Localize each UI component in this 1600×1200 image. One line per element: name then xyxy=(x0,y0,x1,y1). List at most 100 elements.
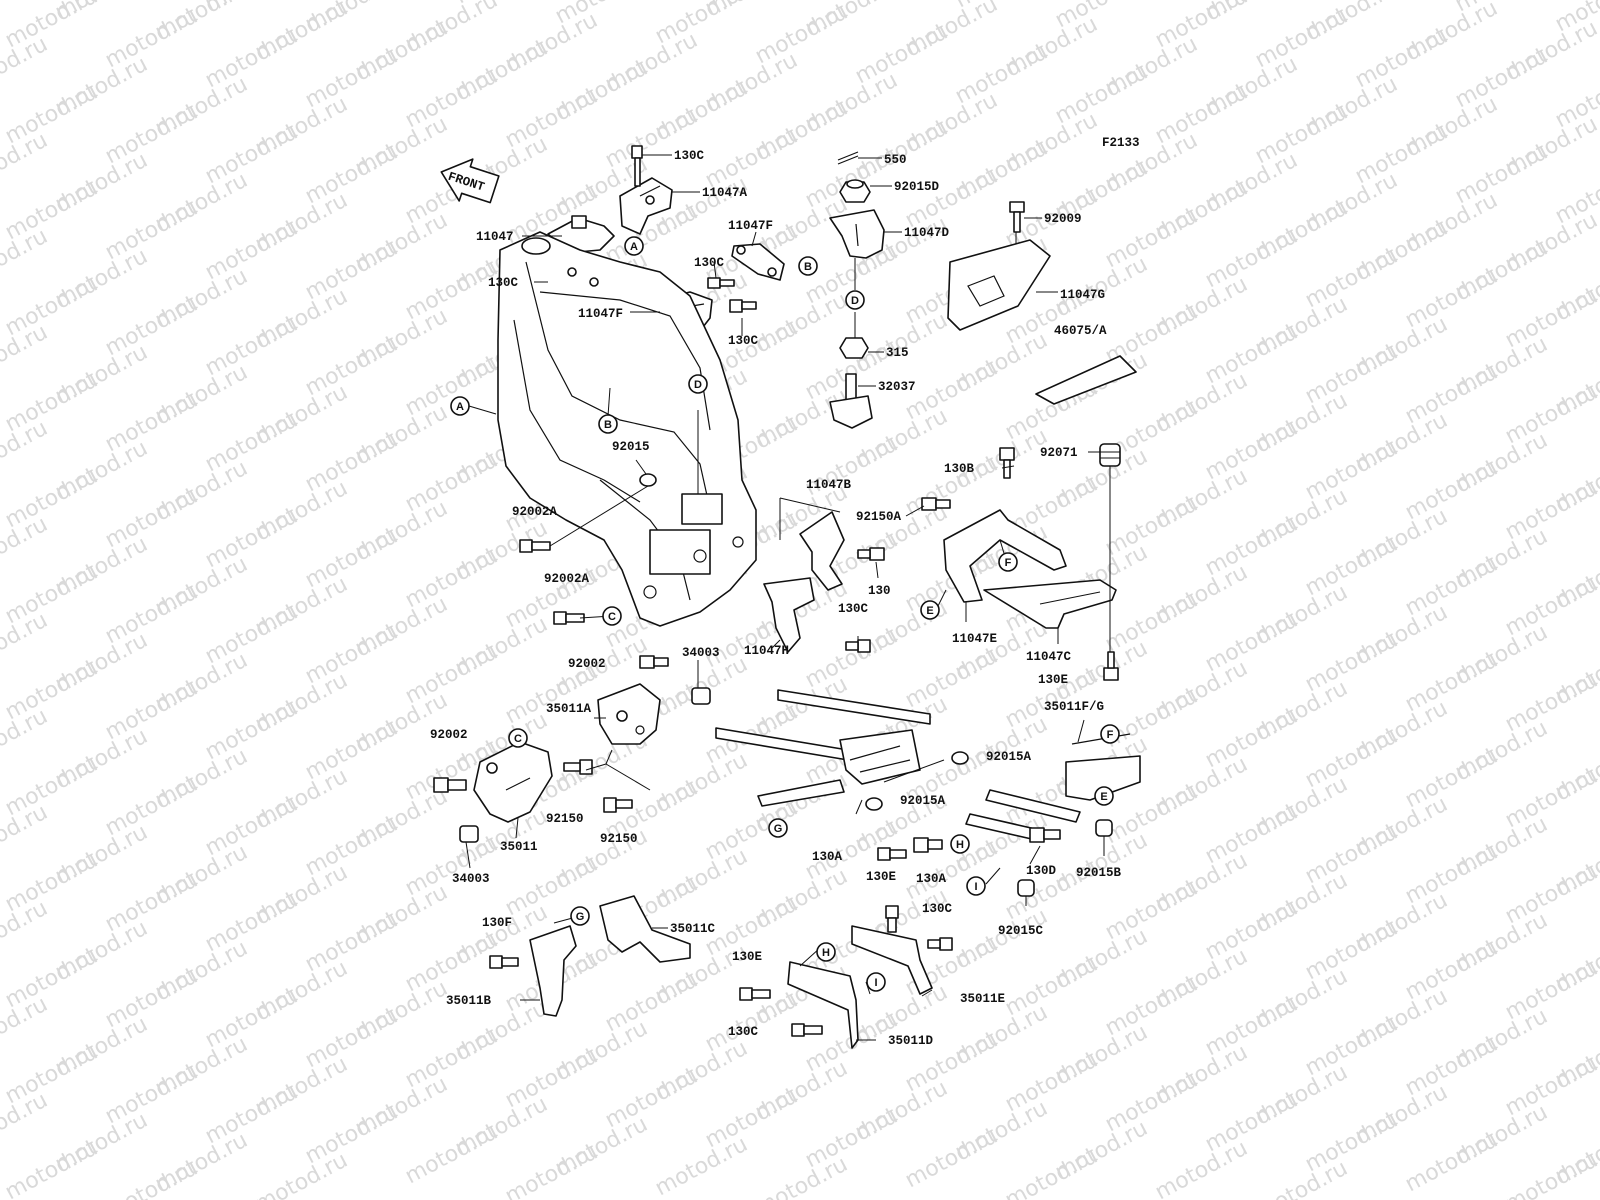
watermark-text: motod.ru xyxy=(1201,416,1302,485)
watermark-text: motod.ru xyxy=(401,544,502,613)
watermark-text: motod.ru xyxy=(1051,60,1152,129)
label-35011A: 35011A xyxy=(546,702,592,716)
callout-C1: C xyxy=(602,606,622,626)
watermark-text: motod.ru xyxy=(1501,1052,1600,1121)
bolt-92150-a xyxy=(563,759,593,775)
bracket-35011FG-drawing xyxy=(1065,733,1141,801)
watermark-text: motod.ru xyxy=(1201,800,1302,869)
watermark-text: motod.ru xyxy=(201,1080,302,1149)
svg-text:C: C xyxy=(514,733,522,745)
watermark-text: motod.ru xyxy=(1101,492,1202,561)
label-130C-e: 130C xyxy=(838,602,869,616)
watermark-text: motod.ru xyxy=(1401,648,1502,717)
watermark-text: motod.ru xyxy=(751,0,852,69)
bracket-35011-drawing xyxy=(473,741,553,823)
callout-B2: B xyxy=(598,414,618,434)
watermark-text: motod.ru xyxy=(801,624,902,693)
cover-46075A-drawing xyxy=(1035,355,1137,405)
bolt-130F xyxy=(489,955,519,969)
watermark-text: motod.ru xyxy=(1451,44,1552,113)
watermark-text: motod.ru xyxy=(601,968,702,1037)
callout-H1: H xyxy=(950,834,970,854)
label-130C-a: 130C xyxy=(674,149,705,163)
watermark-text: motod.ru xyxy=(201,24,302,93)
label-92002-a: 92002 xyxy=(568,657,606,671)
watermark-text: motod.ru xyxy=(1401,744,1502,813)
watermark-text: motod.ru xyxy=(401,928,502,997)
watermark-text: motod.ru xyxy=(1401,552,1502,621)
watermark-text: motod.ru xyxy=(1301,340,1402,409)
watermark-text: motod.ru xyxy=(301,908,402,977)
nut-92015D xyxy=(839,179,871,203)
callout-F2: F xyxy=(1100,724,1120,744)
label-11047E: 11047E xyxy=(952,632,997,646)
watermark-text: motod.ru xyxy=(101,964,202,1033)
bolt-130C-a xyxy=(631,145,643,187)
svg-text:G: G xyxy=(774,823,783,835)
nut-315 xyxy=(839,337,869,359)
watermark-text: motod.ru xyxy=(101,868,202,937)
figure-code: F2133 xyxy=(1102,136,1140,150)
svg-text:A: A xyxy=(630,241,638,253)
svg-text:I: I xyxy=(874,977,877,989)
watermark-text: motod.ru xyxy=(1501,476,1600,545)
watermark-text: motod.ru xyxy=(701,124,802,193)
watermark-text: motod.ru xyxy=(401,640,502,709)
watermark-text: motod.ru xyxy=(301,1100,402,1169)
callout-A2: A xyxy=(450,396,470,416)
reference-callouts: A A B B C C D D E E F F G G H H I I xyxy=(450,236,1120,992)
watermark-text: motod.ru xyxy=(1251,100,1352,169)
watermark-text: motod.ru xyxy=(1101,204,1202,273)
watermark-text: motod.ru xyxy=(1,560,102,629)
callout-A1: A xyxy=(624,236,644,256)
watermark-text: motod.ru xyxy=(1201,704,1302,773)
label-130A-a: 130A xyxy=(812,850,843,864)
watermark-text: motod.ru xyxy=(1351,24,1452,93)
callout-E1: E xyxy=(920,600,940,620)
watermark-text: motod.ru xyxy=(1401,264,1502,333)
watermark-text: motod.ru xyxy=(1301,820,1402,889)
watermark-text: motod.ru xyxy=(1,80,102,149)
label-11047: 11047 xyxy=(476,230,514,244)
watermark-text: motod.ru xyxy=(1101,972,1202,1041)
watermark-text: motod.ru xyxy=(201,984,302,1053)
svg-text:A: A xyxy=(456,401,464,413)
watermark-text: motod.ru xyxy=(401,64,502,133)
callout-C2: C xyxy=(508,728,528,748)
watermark-text: motod.ru xyxy=(0,0,52,5)
watermark-text: motod.ru xyxy=(101,1060,202,1129)
watermark-text: motod.ru xyxy=(1501,572,1600,641)
watermark-text: motod.ru xyxy=(1501,860,1600,929)
watermark-text: motod.ru xyxy=(401,256,502,325)
watermark-text: motod.ru xyxy=(901,1124,1002,1193)
watermark-text: motod.ru xyxy=(301,140,402,209)
watermark-text: motod.ru xyxy=(1401,1032,1502,1101)
bracket-11047F-upper xyxy=(731,243,785,281)
grommet-92071 xyxy=(1099,443,1121,467)
label-130E-a: 130E xyxy=(1038,673,1068,687)
watermark-text: motod.ru xyxy=(301,236,402,305)
watermark-text: motod.ru xyxy=(1001,1048,1102,1117)
watermark-text: motod.ru xyxy=(101,676,202,745)
watermark-text: motod.ru xyxy=(201,696,302,765)
bolt-130D xyxy=(1029,827,1061,843)
watermark-text: motod.ru xyxy=(201,504,302,573)
svg-text:E: E xyxy=(1100,791,1107,803)
label-130C-g: 130C xyxy=(728,1025,759,1039)
watermark-text: motod.ru xyxy=(1501,668,1600,737)
label-11047F-a: 11047F xyxy=(728,219,773,233)
svg-text:F: F xyxy=(1005,557,1012,569)
watermark-text: motod.ru xyxy=(201,312,302,381)
watermark-text: motod.ru xyxy=(1201,992,1302,1061)
bolt-130C-f xyxy=(927,937,953,951)
watermark-text: motod.ru xyxy=(201,216,302,285)
watermark-text: motod.ru xyxy=(951,40,1052,109)
bracket-11047H-drawing xyxy=(763,577,815,653)
callout-D2: D xyxy=(688,374,708,394)
label-130E-c: 130E xyxy=(732,950,762,964)
bolt-130E-b xyxy=(885,905,899,933)
label-130E-b: 130E xyxy=(866,870,896,884)
label-315: 315 xyxy=(886,346,909,360)
watermark-text: motod.ru xyxy=(1151,1136,1252,1200)
svg-text:I: I xyxy=(974,881,977,893)
